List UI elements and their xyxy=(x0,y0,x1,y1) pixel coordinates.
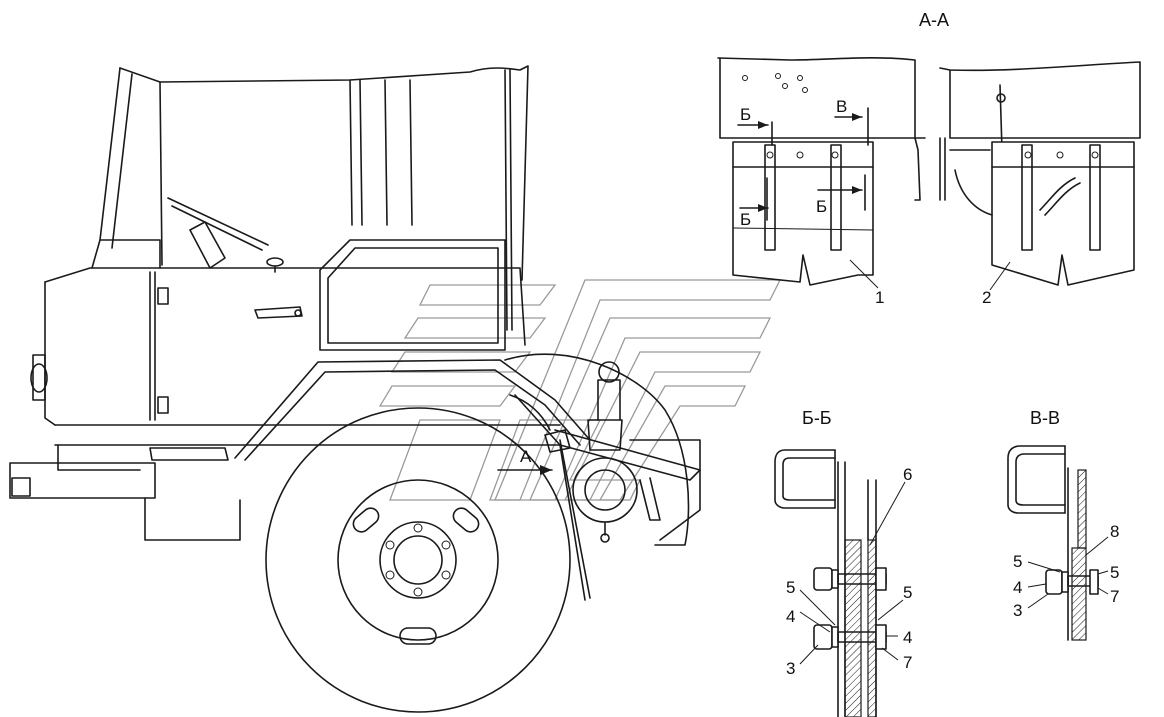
callout-4-bb-right: 4 xyxy=(903,628,912,647)
callout-4-bb-left: 4 xyxy=(786,607,795,626)
callout-7-bb-right: 7 xyxy=(903,653,912,672)
view-arrow-a: А xyxy=(497,447,553,475)
callout-7-vv-right: 7 xyxy=(1110,587,1119,606)
callout-5-bb-right: 5 xyxy=(903,583,912,602)
section-title-vv: В-В xyxy=(1030,408,1060,428)
view-label-v-top: В xyxy=(836,97,847,116)
view-label-b-top: Б xyxy=(740,105,751,124)
section-title-aa: А-А xyxy=(919,10,949,30)
callout-5-bb-left: 5 xyxy=(786,578,795,597)
callout-5-vv-left: 5 xyxy=(1013,552,1022,571)
view-label-b-right: Б xyxy=(816,197,827,216)
callout-2: 2 xyxy=(982,288,991,307)
view-label-a: А xyxy=(520,447,532,466)
section-aa-left xyxy=(717,56,926,289)
watermark-logo xyxy=(378,279,782,501)
section-title-bb: Б-Б xyxy=(802,408,832,428)
callout-8: 8 xyxy=(1110,522,1119,541)
vehicle-side-view xyxy=(9,65,701,713)
view-label-b-left: Б xyxy=(740,210,751,229)
callout-6: 6 xyxy=(903,465,912,484)
section-aa-right xyxy=(939,61,1141,291)
callout-1: 1 xyxy=(875,288,884,307)
section-vv xyxy=(1007,445,1109,641)
view-arrows-aa: Б В Б Б xyxy=(737,97,863,229)
section-bb xyxy=(774,449,906,717)
callout-3-vv-left: 3 xyxy=(1013,601,1022,620)
callout-3-bb-left: 3 xyxy=(786,659,795,678)
callout-4-vv-left: 4 xyxy=(1013,578,1022,597)
callout-5-vv-right: 5 xyxy=(1110,563,1119,582)
